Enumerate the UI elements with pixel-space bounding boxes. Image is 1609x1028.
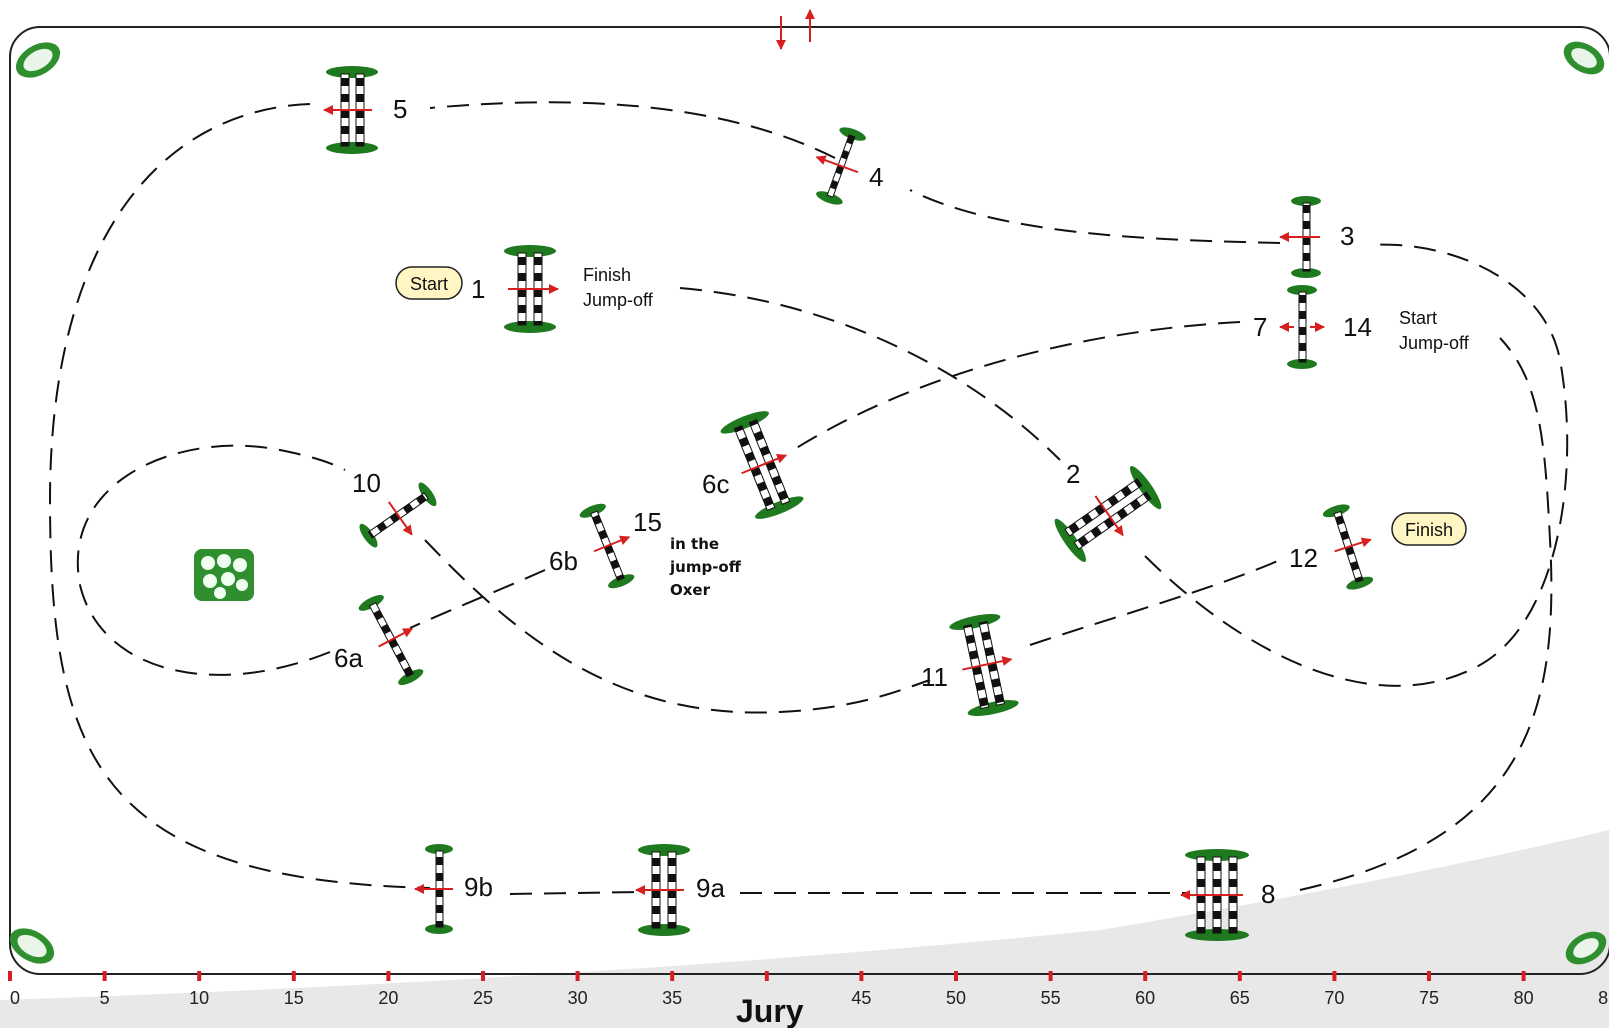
scale-tick-label: 50 <box>946 988 966 1008</box>
arena-border <box>9 26 1609 975</box>
scale-tick-label: 35 <box>662 988 682 1008</box>
obstacle-12[interactable] <box>1321 499 1384 593</box>
scale-tick-label: 5 <box>100 988 110 1008</box>
flower-bed-icon <box>194 549 254 601</box>
obstacle-label-3: 3 <box>1340 221 1354 251</box>
obstacle-11[interactable] <box>948 610 1022 719</box>
obstacle-6b-15[interactable] <box>578 497 645 591</box>
finish-badge: Finish <box>1391 512 1467 546</box>
obstacle-label-15: 15 <box>633 507 662 537</box>
obstacle-label-6c: 6c <box>702 469 729 499</box>
obstacle-label-9b: 9b <box>464 872 493 902</box>
obstacle-3[interactable] <box>1279 196 1321 278</box>
obstacle-label-12: 12 <box>1289 543 1318 573</box>
obstacle-label-5: 5 <box>393 94 407 124</box>
obstacle-1[interactable] <box>504 245 559 333</box>
scale-tick-label: 15 <box>284 988 304 1008</box>
jury-area <box>0 830 1609 1028</box>
jury-label: Jury <box>736 993 804 1028</box>
obstacle-9b[interactable] <box>414 844 453 934</box>
distance-scale: 0 5 10 15 20 25 30 35 45 50 55 60 65 70 75 80 85 <box>8 971 1609 1008</box>
corner-shrub-icon <box>9 41 1607 965</box>
svg-text:Start: Start <box>410 274 448 294</box>
obstacle-6a[interactable] <box>357 587 435 688</box>
scale-tick-label: 75 <box>1419 988 1439 1008</box>
note-finish-jumpoff: Finish Jump-off <box>583 265 654 310</box>
scale-tick-label: 55 <box>1041 988 1061 1008</box>
obstacle-6c[interactable] <box>718 407 805 523</box>
entrance-arrows-icon <box>776 9 815 50</box>
obstacle-label-10: 10 <box>352 468 381 498</box>
obstacle-9a[interactable] <box>635 844 690 936</box>
course-path <box>48 101 1569 895</box>
scale-tick-label: 70 <box>1324 988 1344 1008</box>
scale-tick-label: 30 <box>568 988 588 1008</box>
note-start-jumpoff: Start Jump-off <box>1399 308 1470 353</box>
start-badge: Start <box>395 266 463 300</box>
scale-tick-label: 10 <box>189 988 209 1008</box>
obstacle-label-4: 4 <box>869 162 883 192</box>
obstacle-label-11: 11 <box>921 662 948 692</box>
obstacle-2[interactable] <box>1050 463 1165 565</box>
obstacle-7-14[interactable] <box>1279 285 1325 369</box>
note-jumpoff-oxer: in the jump-off Oxer <box>669 535 746 599</box>
obstacle-label-1: 1 <box>471 274 485 304</box>
obstacle-label-2: 2 <box>1066 459 1080 489</box>
obstacle-10[interactable] <box>355 478 445 558</box>
scale-tick-label: 65 <box>1230 988 1250 1008</box>
obstacle-label-14: 14 <box>1343 312 1372 342</box>
obstacle-label-6b: 6b <box>549 546 578 576</box>
obstacle-label-6a: 6a <box>334 643 363 673</box>
scale-tick-label: 80 <box>1514 988 1534 1008</box>
obstacle-label-8: 8 <box>1261 879 1275 909</box>
obstacle-label-9a: 9a <box>696 873 725 903</box>
obstacle-label-7: 7 <box>1253 312 1267 342</box>
scale-tick-label: 85 <box>1598 988 1609 1008</box>
scale-tick-label: 60 <box>1135 988 1155 1008</box>
obstacle-5[interactable] <box>323 66 378 154</box>
obstacle-8[interactable] <box>1180 849 1249 941</box>
svg-text:Finish: Finish <box>1405 520 1453 540</box>
scale-tick-label: 20 <box>378 988 398 1008</box>
scale-tick-label: 45 <box>851 988 871 1008</box>
scale-tick-label: 0 <box>10 988 20 1008</box>
obstacle-4[interactable] <box>803 120 871 208</box>
scale-tick-label: 25 <box>473 988 493 1008</box>
